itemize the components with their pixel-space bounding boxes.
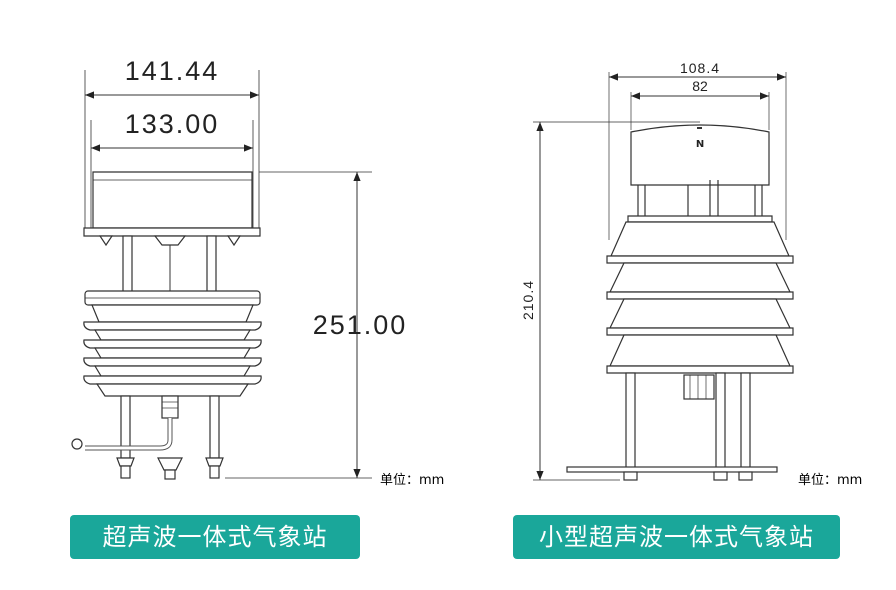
right-dim-top-text: 108.4 <box>680 60 720 76</box>
right-north-mark: N <box>696 139 704 150</box>
right-unit-text: 单位：mm <box>798 473 862 488</box>
left-device-drawing <box>71 70 372 480</box>
right-device-drawing <box>533 72 794 481</box>
left-unit-text: 单位：mm <box>380 473 444 488</box>
left-dim-mid-text: 133.00 <box>125 109 220 139</box>
left-dim-top-text: 141.44 <box>125 56 220 86</box>
right-caption-label: 小型超声波一体式气象站 <box>513 515 840 559</box>
right-dim-mid-text: 82 <box>692 78 708 94</box>
left-dim-height-text: 251.00 <box>313 310 408 340</box>
left-caption-label: 超声波一体式气象站 <box>70 515 360 559</box>
right-dim-height-text: 210.4 <box>520 280 536 320</box>
